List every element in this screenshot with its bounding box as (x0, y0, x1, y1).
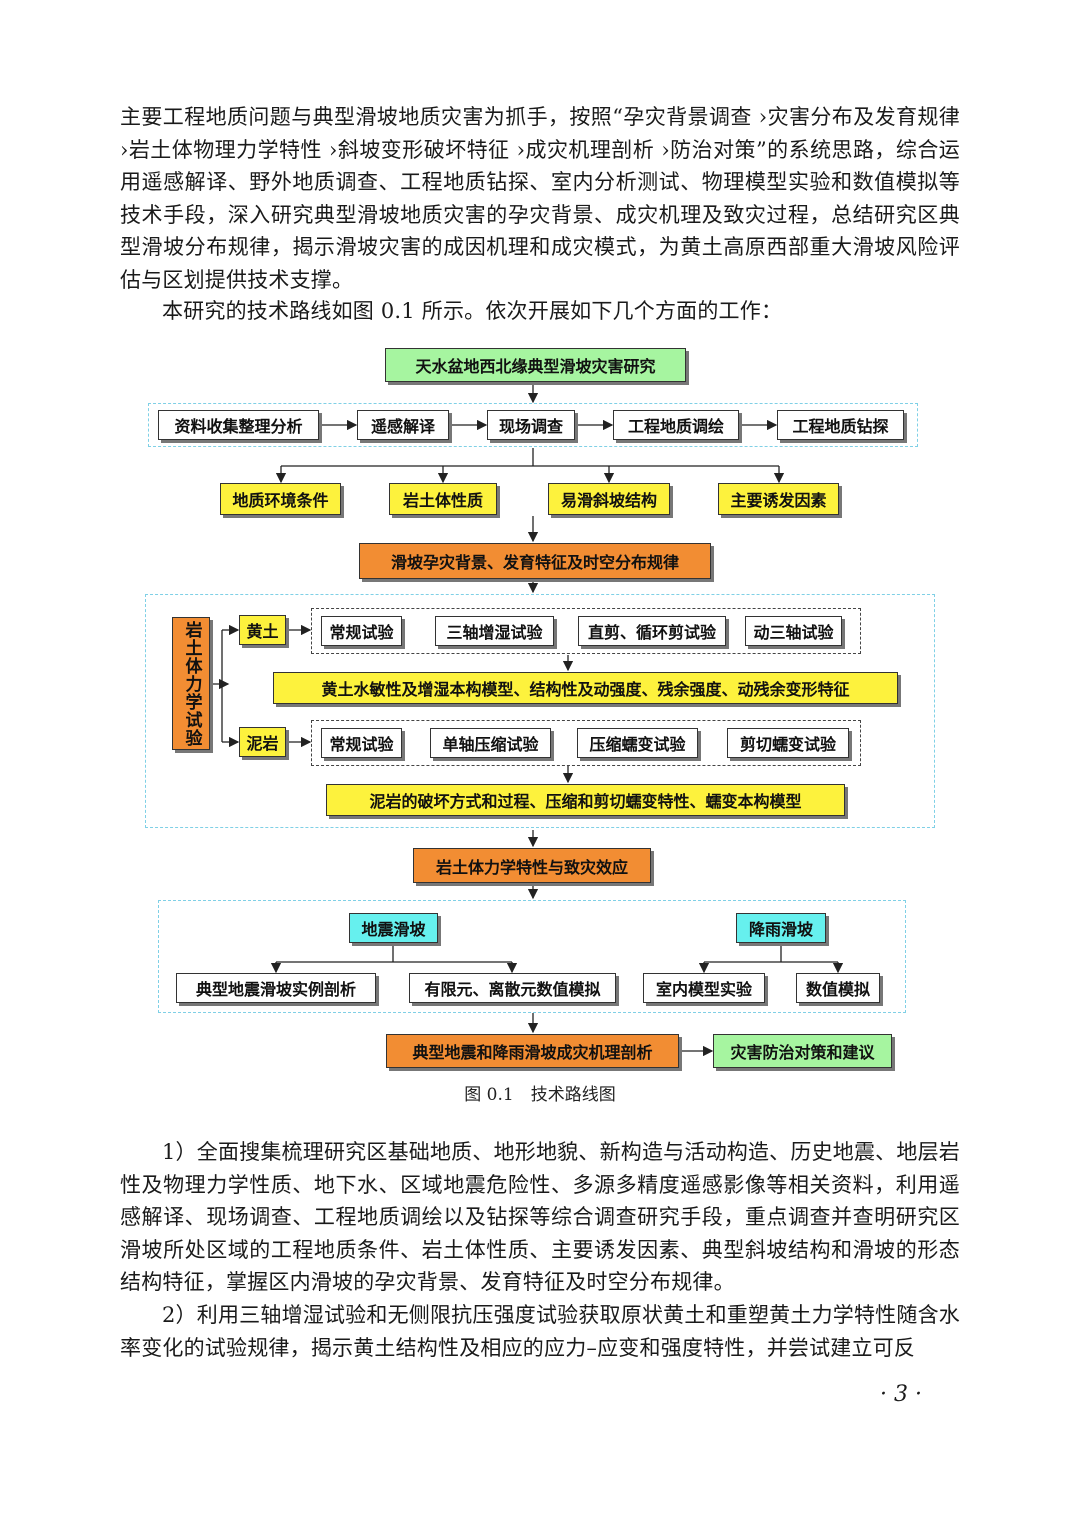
figure-caption: 图 0.1 技术路线图 (464, 1085, 616, 1105)
flowchart-connectors (210, 383, 844, 1057)
method-node-geological-mapping: 工程地质调绘 (613, 410, 739, 440)
factor-node-rock-soil: 岩土体性质 (389, 483, 497, 515)
mudstone-test-compression-creep: 压缩蠕变试验 (577, 728, 698, 758)
mudstone-node: 泥岩 (239, 727, 286, 757)
rainfall-landslide-node: 降雨滑坡 (736, 913, 826, 943)
loess-test-conventional: 常规试验 (321, 616, 402, 646)
methods-group-frame (148, 403, 918, 447)
factor-node-slope-structure: 易滑斜坡结构 (548, 483, 670, 515)
method-node-remote-sensing: 遥感解译 (357, 410, 449, 440)
mechanics-effect-node: 岩土体力学特性与致灾效应 (413, 848, 651, 883)
earthquake-landslide-node: 地震滑坡 (349, 913, 438, 943)
mechanics-test-node: 岩土体力学试验 (172, 617, 210, 750)
loess-test-dynamic-triaxial: 动三轴试验 (745, 616, 842, 646)
countermeasures-node: 灾害防治对策和建议 (713, 1034, 892, 1068)
flow-title-node: 天水盆地西北缘典型滑坡灾害研究 (385, 348, 686, 382)
mudstone-result-node: 泥岩的破坏方式和过程、压缩和剪切蠕变特性、蠕变本构模型 (326, 784, 845, 816)
method-node-drilling: 工程地质钻探 (777, 410, 904, 440)
loess-result-node: 黄土水敏性及增湿本构模型、结构性及动强度、残余强度、动残余变形特征 (273, 672, 898, 704)
method-node-field-survey: 现场调查 (487, 410, 575, 440)
analysis-node-numerical: 数值模拟 (796, 973, 880, 1003)
mudstone-test-conventional: 常规试验 (321, 728, 402, 758)
paragraph-item-2: 2）利用三轴增湿试验和无侧限抗压强度试验获取原状黄土和重塑黄土力学特性随含水率变… (120, 1303, 960, 1360)
analysis-node-numerical-fem-dem: 有限元、离散元数值模拟 (409, 973, 616, 1003)
analysis-node-case-study: 典型地震滑坡实例剖析 (176, 973, 376, 1003)
loess-tests-frame (311, 608, 861, 654)
paragraph-intro: 主要工程地质问题与典型滑坡地质灾害为抓手，按照“孕灾背景调查 ›灾害分布及发育规… (120, 105, 960, 292)
landslide-group-frame (158, 900, 906, 1013)
paragraph-route-intro: 本研究的技术路线如图 0.1 所示。依次开展如下几个方面的工作： (162, 299, 783, 323)
mudstone-test-shear-creep: 剪切蠕变试验 (727, 728, 849, 758)
mudstone-test-uniaxial: 单轴压缩试验 (430, 728, 551, 758)
paragraph-item-1: 1）全面搜集梳理研究区基础地质、地形地貌、新构造与活动构造、历史地震、地层岩性及… (120, 1140, 960, 1294)
factor-node-triggers: 主要诱发因素 (718, 483, 839, 515)
method-node-data-collection: 资料收集整理分析 (158, 410, 319, 440)
background-node: 滑坡孕灾背景、发育特征及时空分布规律 (359, 543, 711, 579)
loess-test-triaxial-wetting: 三轴增湿试验 (435, 616, 554, 646)
analysis-node-lab-model: 室内模型实验 (643, 973, 765, 1003)
mudstone-tests-frame (311, 720, 861, 766)
factor-node-environment: 地质环境条件 (220, 483, 341, 515)
mechanics-test-label: 岩土体力学试验 (181, 620, 202, 747)
mechanics-group-frame (145, 594, 935, 828)
loess-test-direct-shear: 直剪、循环剪试验 (578, 616, 726, 646)
page-number: · 3 · (880, 1382, 922, 1407)
loess-node: 黄土 (239, 615, 286, 645)
mechanism-node: 典型地震和降雨滑坡成灾机理剖析 (386, 1034, 679, 1068)
